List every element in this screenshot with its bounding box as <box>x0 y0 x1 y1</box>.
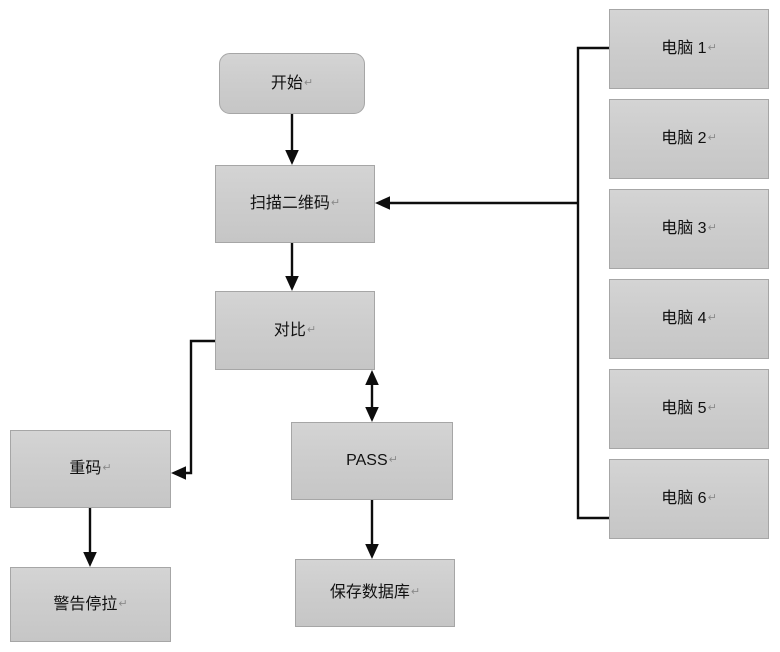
node-computer-5-label: 电脑 5 <box>661 400 707 418</box>
pilcrow-mark: ↵ <box>102 462 112 475</box>
node-compare-label: 对比 <box>273 321 306 339</box>
node-save-database-label: 保存数据库 <box>329 584 410 602</box>
pilcrow-mark: ↵ <box>330 197 341 210</box>
edge-compare-to-pass <box>365 370 379 422</box>
pilcrow-mark: ↵ <box>707 492 717 505</box>
pilcrow-mark: ↵ <box>707 312 717 325</box>
node-computer-3[interactable]: 电脑 3↵ <box>609 189 769 269</box>
edge-scan-to-compare <box>285 243 299 291</box>
edge-computer-bus <box>576 46 609 520</box>
edge-pass-to-save <box>365 500 379 559</box>
node-duplicate-code-label: 重码 <box>69 460 102 478</box>
pilcrow-mark: ↵ <box>707 42 717 55</box>
node-computer-4[interactable]: 电脑 4↵ <box>609 279 769 359</box>
node-pass-label: PASS <box>346 452 388 470</box>
pilcrow-mark: ↵ <box>118 597 128 610</box>
node-compare[interactable]: 对比↵ <box>215 291 375 370</box>
node-start-label: 开始 <box>270 74 303 92</box>
node-start[interactable]: 开始↵ <box>219 53 365 114</box>
pilcrow-mark: ↵ <box>303 76 314 89</box>
node-computer-1-label: 电脑 1 <box>661 40 707 58</box>
node-computer-6[interactable]: 电脑 6↵ <box>609 459 769 539</box>
node-computer-3-label: 电脑 3 <box>661 220 707 238</box>
node-computer-2-label: 电脑 2 <box>661 130 707 148</box>
node-computer-1[interactable]: 电脑 1↵ <box>609 9 769 89</box>
edge-compare-to-duplicate <box>171 339 215 480</box>
node-computer-5[interactable]: 电脑 5↵ <box>609 369 769 449</box>
pilcrow-mark: ↵ <box>410 586 421 599</box>
node-computer-6-label: 电脑 6 <box>661 490 707 508</box>
node-scan-qr-label: 扫描二维码 <box>249 195 330 213</box>
edge-computers-to-scan <box>375 196 578 210</box>
node-scan-qr[interactable]: 扫描二维码↵ <box>215 165 375 243</box>
pilcrow-mark: ↵ <box>388 454 398 467</box>
pilcrow-mark: ↵ <box>306 323 317 336</box>
pilcrow-mark: ↵ <box>707 402 717 415</box>
node-computer-4-label: 电脑 4 <box>661 310 707 328</box>
pilcrow-mark: ↵ <box>707 132 717 145</box>
node-save-database[interactable]: 保存数据库↵ <box>295 559 455 627</box>
node-warning-stop[interactable]: 警告停拉↵ <box>10 567 171 642</box>
node-computer-2[interactable]: 电脑 2↵ <box>609 99 769 179</box>
node-pass[interactable]: PASS↵ <box>291 422 453 500</box>
edge-start-to-scan <box>285 114 299 165</box>
edge-duplicate-to-warning <box>83 508 97 567</box>
pilcrow-mark: ↵ <box>707 222 717 235</box>
node-duplicate-code[interactable]: 重码↵ <box>10 430 171 508</box>
node-warning-stop-label: 警告停拉 <box>53 595 118 613</box>
